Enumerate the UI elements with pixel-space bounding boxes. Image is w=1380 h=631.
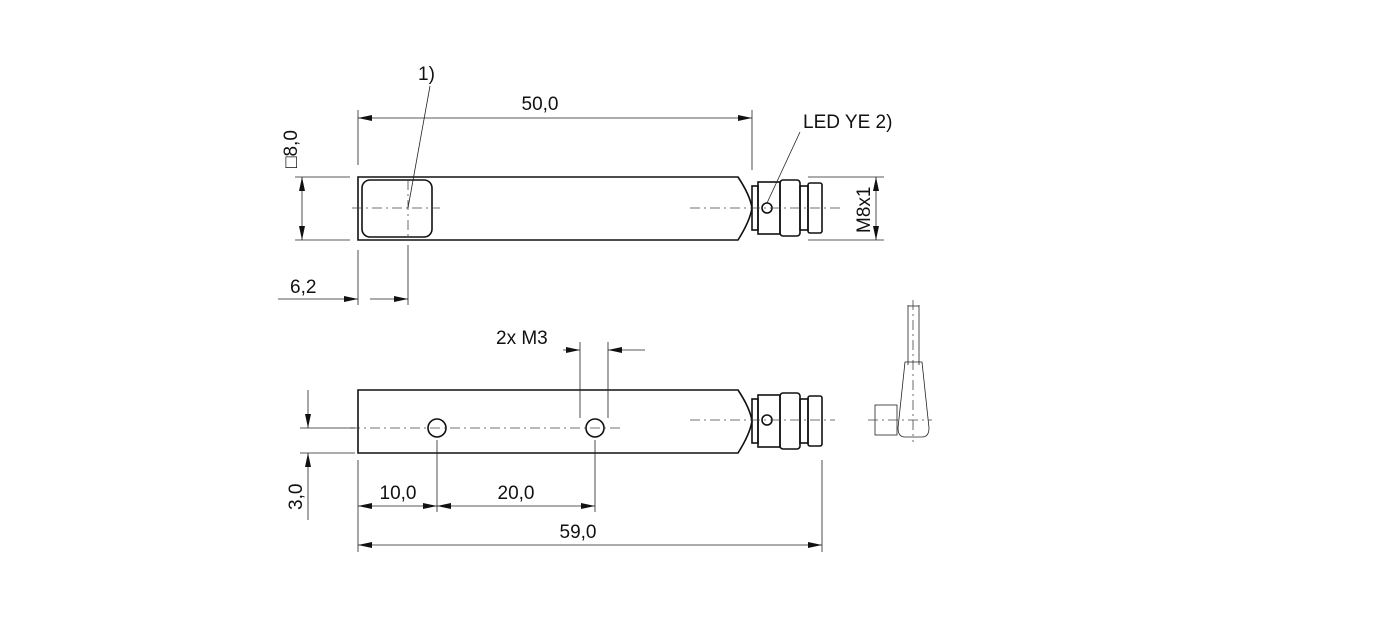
connector-side — [751, 392, 823, 450]
side-view: 2x M3 3,0 10,0 20,0 59,0 — [286, 328, 835, 552]
dim-square-8: □8,0 — [281, 130, 302, 168]
angled-cable-connector — [868, 300, 932, 442]
sensor-body-side — [357, 389, 753, 454]
dim-50: 50,0 — [522, 94, 559, 115]
dim-3-0: 3,0 — [286, 484, 307, 510]
dim-59-0: 59,0 — [560, 522, 597, 543]
dim-20-0: 20,0 — [498, 483, 535, 504]
note-1-label: 1) — [418, 64, 435, 85]
dim-10-0: 10,0 — [380, 483, 417, 504]
sensing-face — [361, 179, 433, 238]
mount-hole-label: 2x M3 — [496, 328, 548, 349]
sensor-body-top — [357, 176, 753, 241]
thread-label: M8x1 — [854, 187, 875, 233]
top-view: 1) 50,0 LED YE 2) □8,0 M8x1 6,2 — [278, 64, 892, 305]
led-label: LED YE 2) — [803, 112, 892, 133]
dim-6-2: 6,2 — [290, 277, 316, 298]
